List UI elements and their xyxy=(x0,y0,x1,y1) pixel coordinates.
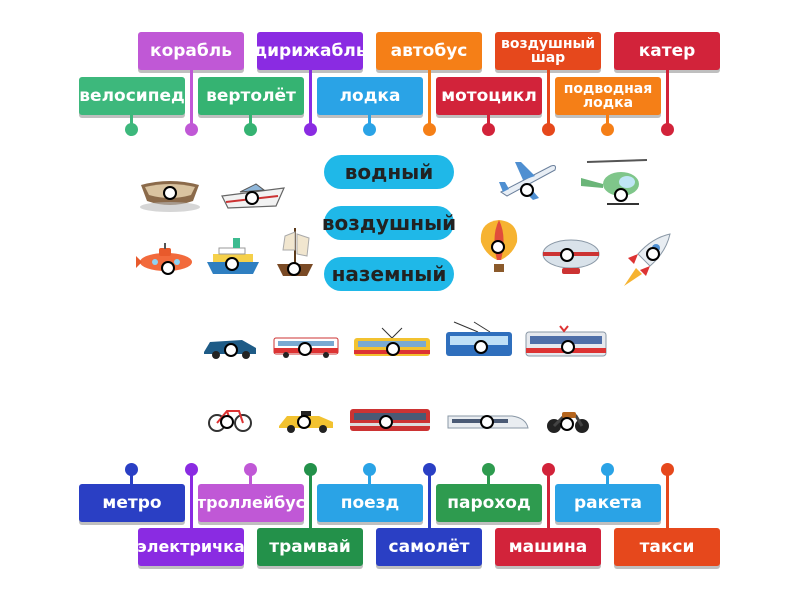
label-lodka[interactable]: лодка xyxy=(317,77,423,115)
label-korabl[interactable]: корабль xyxy=(138,32,244,70)
pin-dot[interactable] xyxy=(601,463,614,476)
drop-target[interactable] xyxy=(386,342,400,356)
pin-dot[interactable] xyxy=(304,123,317,136)
label-trolleybus[interactable]: троллейбус xyxy=(197,484,305,522)
rocket-image xyxy=(624,233,671,286)
pin-stem xyxy=(190,470,193,530)
drop-target[interactable] xyxy=(614,188,628,202)
label-raketa[interactable]: ракета xyxy=(555,484,661,522)
pin-dot[interactable] xyxy=(363,123,376,136)
label-samolet[interactable]: самолёт xyxy=(376,528,482,566)
pin-dot[interactable] xyxy=(661,123,674,136)
label-mashina[interactable]: машина xyxy=(495,528,601,566)
label-parokhod[interactable]: пароход xyxy=(436,484,542,522)
pin-stem xyxy=(249,115,252,129)
pin-stem xyxy=(190,70,193,129)
pin-stem xyxy=(368,115,371,129)
pin-stem xyxy=(666,470,669,530)
drop-target[interactable] xyxy=(224,343,238,357)
drop-target[interactable] xyxy=(520,183,534,197)
pin-dot[interactable] xyxy=(244,123,257,136)
drop-target[interactable] xyxy=(225,257,239,271)
drop-target[interactable] xyxy=(491,240,505,254)
category-nazemny[interactable]: наземный xyxy=(324,257,454,291)
label-metro[interactable]: метро xyxy=(79,484,185,522)
pin-stem xyxy=(487,115,490,129)
label-mototsikl[interactable]: мотоцикл xyxy=(436,77,542,115)
pin-dot[interactable] xyxy=(244,463,257,476)
pin-stem xyxy=(130,470,133,484)
pin-stem xyxy=(309,470,312,530)
pin-stem xyxy=(666,70,669,129)
label-vertolet[interactable]: вертолёт xyxy=(198,77,304,115)
label-elektrichka[interactable]: электричка xyxy=(137,528,245,566)
drop-target[interactable] xyxy=(298,342,312,356)
drop-target[interactable] xyxy=(297,415,311,429)
category-vodny[interactable]: водный xyxy=(324,155,454,189)
pin-stem xyxy=(547,470,550,530)
label-taksi[interactable]: такси xyxy=(614,528,720,566)
drop-target[interactable] xyxy=(560,248,574,262)
label-kater[interactable]: катер xyxy=(614,32,720,70)
pin-dot[interactable] xyxy=(542,123,555,136)
drop-target[interactable] xyxy=(379,415,393,429)
category-vozdushny[interactable]: воздушный xyxy=(322,206,456,240)
pin-dot[interactable] xyxy=(125,463,138,476)
pin-dot[interactable] xyxy=(542,463,555,476)
pin-stem xyxy=(249,470,252,484)
pin-stem xyxy=(547,70,550,129)
pin-dot[interactable] xyxy=(482,123,495,136)
drop-target[interactable] xyxy=(560,417,574,431)
pin-stem xyxy=(606,115,609,129)
pin-dot[interactable] xyxy=(601,123,614,136)
pin-stem xyxy=(130,115,133,129)
drop-target[interactable] xyxy=(220,415,234,429)
pin-dot[interactable] xyxy=(661,463,674,476)
pin-stem xyxy=(487,470,490,484)
label-avtobus[interactable]: автобус xyxy=(376,32,482,70)
label-vozdushny-shar[interactable]: воздушный шар xyxy=(495,32,601,70)
drop-target[interactable] xyxy=(646,247,660,261)
pin-stem xyxy=(368,470,371,484)
drop-target[interactable] xyxy=(561,340,575,354)
pin-stem xyxy=(428,70,431,129)
pin-stem xyxy=(309,70,312,129)
pin-dot[interactable] xyxy=(304,463,317,476)
pin-dot[interactable] xyxy=(363,463,376,476)
helicopter-image xyxy=(581,159,648,205)
pin-stem xyxy=(606,470,609,484)
label-podvodnaya-lodka[interactable]: подводная лодка xyxy=(555,77,661,115)
pin-dot[interactable] xyxy=(185,463,198,476)
pin-dot[interactable] xyxy=(423,463,436,476)
drop-target[interactable] xyxy=(480,415,494,429)
label-dirizhabl[interactable]: дирижабль xyxy=(253,32,367,70)
label-velosiped[interactable]: велосипед xyxy=(79,77,185,115)
drop-target[interactable] xyxy=(163,186,177,200)
pin-stem xyxy=(428,470,431,530)
drop-target[interactable] xyxy=(161,261,175,275)
drop-target[interactable] xyxy=(245,191,259,205)
drop-target[interactable] xyxy=(287,262,301,276)
label-tramvay[interactable]: трамвай xyxy=(257,528,363,566)
motorcycle-image xyxy=(547,412,589,433)
label-poezd[interactable]: поезд xyxy=(317,484,423,522)
pin-dot[interactable] xyxy=(185,123,198,136)
pin-dot[interactable] xyxy=(125,123,138,136)
pin-dot[interactable] xyxy=(423,123,436,136)
pin-dot[interactable] xyxy=(482,463,495,476)
drop-target[interactable] xyxy=(474,340,488,354)
